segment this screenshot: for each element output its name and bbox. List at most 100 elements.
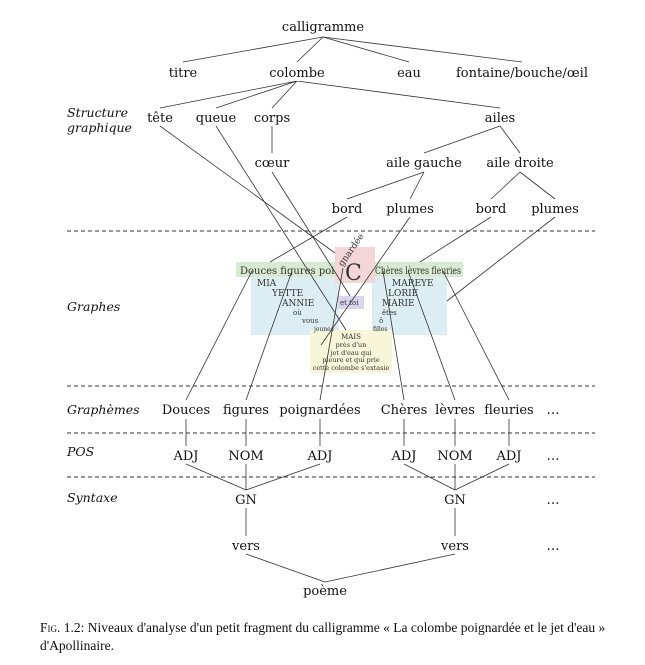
- node-coeur: cœur: [255, 156, 291, 171]
- syntax-poeme: poème: [303, 584, 347, 599]
- node-bord-gauche: bord: [332, 202, 363, 217]
- pos-tag: NOM: [437, 449, 472, 464]
- node-corps: corps: [254, 111, 290, 126]
- figure-caption-text: Niveaux d'analyse d'un petit fragment du…: [40, 620, 606, 653]
- fragment-right-6: filles: [373, 326, 387, 333]
- level-labels: Structure graphique Graphes Graphèmes PO…: [66, 105, 140, 505]
- syntax-gn-left: GN: [235, 493, 257, 508]
- edge: [296, 36, 324, 63]
- edge: [245, 463, 321, 491]
- edge: [322, 36, 410, 63]
- figure-number: Fig. 1.2:: [40, 620, 85, 635]
- edge: [215, 125, 347, 331]
- edge: [215, 80, 298, 109]
- pos-tag-ellipsis: …: [547, 449, 560, 464]
- fragment-left-3: ANNIE: [281, 299, 314, 309]
- edge: [407, 270, 456, 401]
- fragment-bottom-1: MAIS: [341, 333, 361, 341]
- region-blue-left: [251, 277, 339, 335]
- syntax-vers-right: vers: [440, 539, 469, 554]
- fragment-left-2: YETTE: [271, 289, 303, 299]
- pos-tag: ADJ: [172, 449, 198, 464]
- edge: [296, 80, 501, 109]
- level-label-pos: POS: [66, 444, 94, 459]
- node-tete: tête: [147, 111, 173, 126]
- fragment-bottom-3: jet d'eau qui: [330, 349, 372, 357]
- figure-caption: Fig. 1.2: Niveaux d'analyse d'un petit f…: [40, 619, 620, 655]
- fragment-left-6: jeunes: [313, 326, 334, 333]
- grapheme-fleuries: fleuries: [484, 403, 533, 418]
- grapheme-cheres: Chères: [381, 403, 428, 418]
- grapheme-levres: lèvres: [435, 403, 475, 418]
- region-yellow: [310, 330, 392, 373]
- level-label-syntaxe: Syntaxe: [67, 490, 118, 505]
- fragment-big-c: C: [345, 261, 362, 286]
- edge: [245, 553, 326, 583]
- edge: [403, 463, 456, 491]
- fragment-left-1: MIA: [257, 279, 277, 289]
- grapheme-ellipsis: …: [547, 403, 560, 418]
- edge: [159, 125, 336, 254]
- pos-tag: ADJ: [306, 449, 332, 464]
- syntax-gn-ellipsis: …: [547, 493, 560, 508]
- region-green-left: [236, 262, 339, 277]
- level-label-graphes: Graphes: [67, 299, 120, 314]
- edge: [245, 270, 293, 401]
- node-eau: eau: [397, 66, 421, 81]
- edge: [499, 125, 521, 154]
- edge: [423, 125, 501, 154]
- fragment-center: et toi: [340, 299, 359, 307]
- syntax-gn-right: GN: [444, 493, 466, 508]
- node-colombe: colombe: [269, 66, 325, 81]
- node-plumes-droite: plumes: [531, 202, 579, 217]
- edge: [322, 36, 523, 63]
- edge: [319, 267, 344, 401]
- pos-tag: ADJ: [390, 449, 416, 464]
- edge: [446, 216, 556, 302]
- syntax-vers-ellipsis: …: [547, 539, 560, 554]
- fragment-right-5: ô: [379, 317, 383, 325]
- node-aile-droite: aile droite: [486, 156, 554, 171]
- edge: [382, 270, 405, 401]
- node-plumes-gauche: plumes: [386, 202, 434, 217]
- edge: [324, 553, 456, 583]
- node-queue: queue: [196, 111, 237, 126]
- region-green-right: [372, 262, 463, 277]
- edge: [269, 216, 348, 263]
- grapheme-poignardees: poignardées: [279, 403, 360, 418]
- node-bord-droite: bord: [476, 202, 507, 217]
- node-bg: [266, 63, 328, 81]
- edge: [346, 171, 425, 200]
- node-calligramme: calligramme: [282, 20, 364, 35]
- edge: [159, 80, 298, 109]
- edge: [442, 270, 510, 401]
- level-separators: [67, 230, 595, 478]
- edge: [320, 216, 411, 346]
- region-blue-right: [372, 277, 447, 335]
- fragment-bottom-5: cette colombe s'extasie: [313, 364, 390, 372]
- edge: [419, 216, 492, 263]
- fragment-bottom-4: pleure et qui prie: [322, 356, 380, 364]
- edge: [519, 171, 556, 200]
- node-aile-gauche: aile gauche: [386, 156, 462, 171]
- fragment-right-2: LORIE: [388, 289, 418, 299]
- level-label-structure: graphique: [67, 120, 132, 135]
- edge: [185, 270, 253, 401]
- edge: [271, 171, 351, 297]
- grapheme-figures: figures: [223, 403, 269, 418]
- edge: [182, 36, 324, 63]
- pos-tag: ADJ: [495, 449, 521, 464]
- node-fontaine: fontaine/bouche/œil: [456, 66, 588, 81]
- calligram-fragment: Douces figures poi Chères lèvres fleurie…: [236, 231, 463, 373]
- edge: [490, 171, 521, 200]
- pos-tag: NOM: [228, 449, 263, 464]
- node-ailes: ailes: [485, 111, 515, 126]
- fragment-left-5: vous: [301, 317, 319, 325]
- edge: [271, 80, 298, 109]
- fragment-top-right: Chères lèvres fleuries: [375, 266, 461, 277]
- level-label-graphemes: Graphèmes: [67, 402, 140, 417]
- tree-nodes: calligramme titre colombe eau fontaine/b…: [147, 17, 588, 599]
- level-label-structure: Structure: [67, 105, 128, 120]
- tree-edges: [159, 36, 556, 583]
